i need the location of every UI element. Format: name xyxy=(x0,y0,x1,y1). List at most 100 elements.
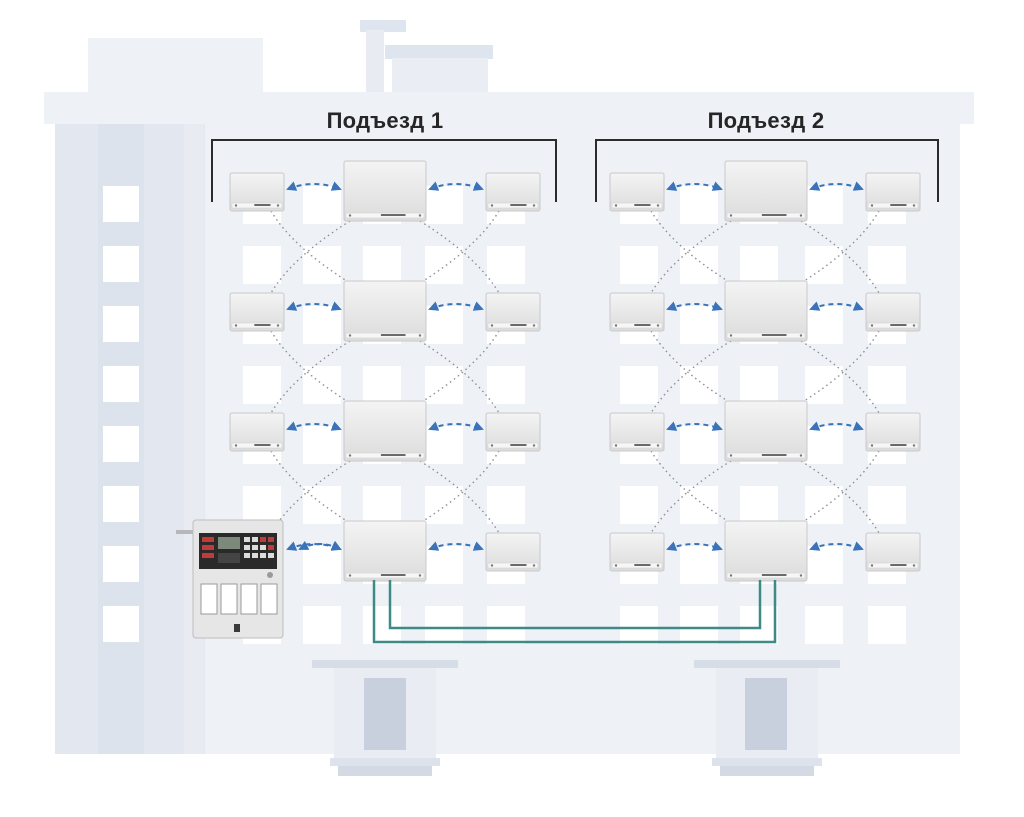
facade-window xyxy=(620,606,658,644)
radio-link-arrow xyxy=(428,301,484,311)
radio-link-arrow xyxy=(809,421,864,431)
entrance-1-bracket xyxy=(211,139,557,202)
facade-window xyxy=(620,366,658,404)
facade-window xyxy=(425,186,463,224)
repeater-icon xyxy=(724,400,808,462)
side-window xyxy=(103,546,139,582)
facade-window xyxy=(487,246,525,284)
facade-window xyxy=(363,246,401,284)
radio-link-arrow xyxy=(428,541,484,551)
dotted-link xyxy=(419,460,500,534)
facade-window xyxy=(425,246,463,284)
facade-window xyxy=(680,486,718,524)
dotted-link xyxy=(419,220,500,294)
facade-window xyxy=(487,606,525,644)
facade-window xyxy=(805,186,843,224)
expander-icon xyxy=(485,532,541,572)
expander-icon xyxy=(609,172,665,212)
repeater-icon xyxy=(343,400,427,462)
radio-links xyxy=(286,181,864,551)
radio-link-arrow xyxy=(298,540,342,550)
facade-window xyxy=(680,606,718,644)
facade-window xyxy=(303,606,341,644)
facade-window xyxy=(805,546,843,584)
facade-window xyxy=(680,546,718,584)
trunk-cable xyxy=(372,580,777,644)
facade-window xyxy=(740,366,778,404)
facade-window xyxy=(425,606,463,644)
porch-2 xyxy=(694,660,840,776)
facade-window xyxy=(425,486,463,524)
expander-icon xyxy=(609,292,665,332)
facade-window xyxy=(805,306,843,344)
facade-window xyxy=(680,306,718,344)
building-roof xyxy=(44,20,974,124)
facade-window xyxy=(805,426,843,464)
dotted-link xyxy=(270,220,351,294)
side-window xyxy=(103,306,139,342)
dotted-link xyxy=(270,340,351,414)
facade-window xyxy=(680,186,718,224)
facade-window xyxy=(805,366,843,404)
radio-link-arrow xyxy=(666,541,723,551)
expander-icon xyxy=(485,412,541,452)
radio-link-arrow xyxy=(428,421,484,431)
side-window xyxy=(103,606,139,642)
radio-link-arrow xyxy=(286,421,342,431)
facade-window xyxy=(243,246,281,284)
facade-window xyxy=(487,486,525,524)
facade-window xyxy=(487,366,525,404)
facade-window xyxy=(680,246,718,284)
side-window xyxy=(103,426,139,462)
radio-link-arrow xyxy=(428,181,484,191)
entrance-2-header: Подъезд 2 xyxy=(595,108,939,202)
side-window xyxy=(103,486,139,522)
entrance-2-bracket xyxy=(595,139,939,202)
facade-window xyxy=(303,426,341,464)
expander-icon xyxy=(865,172,921,212)
dotted-links xyxy=(270,210,880,534)
side-window xyxy=(103,246,139,282)
facade-window xyxy=(868,486,906,524)
facade-window xyxy=(363,366,401,404)
facade-window xyxy=(303,366,341,404)
entrance-2-label: Подъезд 2 xyxy=(708,108,825,133)
facade-window xyxy=(620,246,658,284)
dotted-link xyxy=(800,340,880,414)
side-window xyxy=(103,186,139,222)
facade-window xyxy=(620,486,658,524)
expander-icon xyxy=(865,532,921,572)
facade-window xyxy=(868,606,906,644)
side-windows xyxy=(103,186,139,642)
repeater-icon xyxy=(343,520,427,582)
facade-window xyxy=(425,306,463,344)
side-window xyxy=(103,366,139,402)
radio-link-arrow xyxy=(666,301,723,311)
radio-link-arrow xyxy=(809,301,864,311)
facade-window xyxy=(805,606,843,644)
radio-link-arrow xyxy=(286,181,342,191)
dotted-link xyxy=(270,460,351,534)
expander-icon xyxy=(865,292,921,332)
expander-icon xyxy=(229,172,285,212)
dotted-link xyxy=(650,460,732,534)
expander-icon xyxy=(485,172,541,212)
repeater-icon xyxy=(343,280,427,342)
dotted-link xyxy=(419,340,500,414)
repeater-icon xyxy=(724,520,808,582)
facade-window xyxy=(680,426,718,464)
expander-icon xyxy=(609,532,665,572)
facade-window xyxy=(740,246,778,284)
entrance-1-label: Подъезд 1 xyxy=(327,108,444,133)
repeater-icon xyxy=(343,160,427,222)
facade-window xyxy=(805,246,843,284)
porch-1 xyxy=(312,660,458,776)
expander-icon xyxy=(229,292,285,332)
facade-window xyxy=(243,486,281,524)
dotted-link xyxy=(800,460,880,534)
radio-link-arrow xyxy=(809,181,864,191)
facade-window xyxy=(243,366,281,404)
facade-window xyxy=(303,246,341,284)
facade-window xyxy=(425,426,463,464)
